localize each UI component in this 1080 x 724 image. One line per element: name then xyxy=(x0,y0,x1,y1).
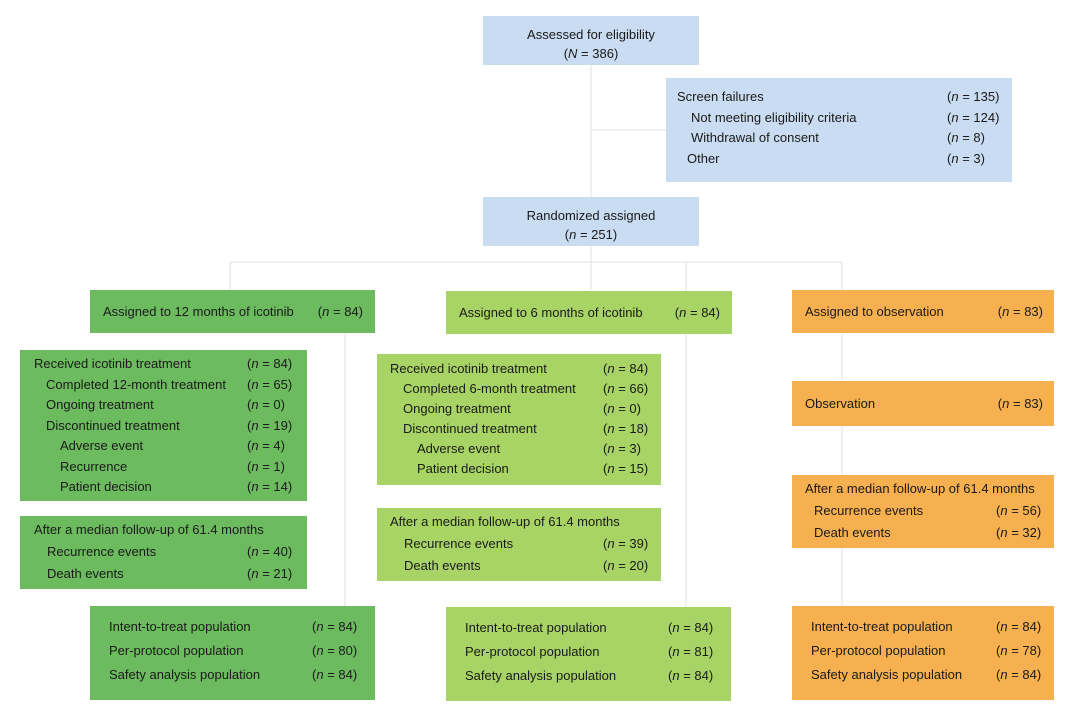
arm2-assigned-box: Assigned to 6 months of icotinib (n = 84… xyxy=(446,291,732,334)
arm2-followup-box: After a median follow-up of 61.4 months … xyxy=(377,508,661,581)
arm3-followup-box: After a median follow-up of 61.4 months … xyxy=(792,475,1054,548)
arm2-followup-row: Recurrence events(n = 39) xyxy=(404,535,649,551)
arm2-population-row: Per-protocol population(n = 81) xyxy=(465,644,714,659)
arm2-treatment-row: Received icotinib treatment(n = 84) xyxy=(390,361,649,376)
arm1-treatment-row: Discontinued treatment(n = 19) xyxy=(46,417,293,433)
arm2-treatment-row: Patient decision(n = 15) xyxy=(417,461,649,476)
screen-failures-count: (n = 8) xyxy=(947,130,985,145)
arm3-followup-row: Recurrence events(n = 56) xyxy=(814,502,1042,518)
arm1-followup-box: After a median follow-up of 61.4 months … xyxy=(20,516,307,589)
screen-failures-label: Other xyxy=(687,150,720,166)
arm1-treatment-box: Received icotinib treatment(n = 84) Comp… xyxy=(20,350,307,501)
arm2-populations-box: Intent-to-treat population(n = 84) Per-p… xyxy=(446,607,731,701)
arm3-assigned-box: Assigned to observation (n = 83) xyxy=(792,290,1054,333)
arm3-population-row: Intent-to-treat population(n = 84) xyxy=(811,619,1042,634)
arm3-population-row: Per-protocol population(n = 78) xyxy=(811,643,1042,658)
arm2-assigned-label: Assigned to 6 months of icotinib xyxy=(459,305,643,320)
arm1-treatment-row: Ongoing treatment(n = 0) xyxy=(46,397,285,412)
arm2-treatment-row: Ongoing treatment(n = 0) xyxy=(403,401,641,416)
arm3-observation-box: Observation (n = 83) xyxy=(792,381,1054,426)
arm1-treatment-row: Completed 12-month treatment(n = 65) xyxy=(46,376,293,392)
arm2-treatment-row: Discontinued treatment(n = 18) xyxy=(403,421,649,436)
screen-failures-label: Screen failures xyxy=(677,89,764,104)
screen-failures-count: (n = 135) xyxy=(947,89,1000,104)
arm3-populations-box: Intent-to-treat population(n = 84) Per-p… xyxy=(792,606,1054,700)
arm1-followup-title: After a median follow-up of 61.4 months xyxy=(34,522,264,537)
arm1-treatment-row: Adverse event(n = 4) xyxy=(60,438,285,453)
arm1-treatment-row: Received icotinib treatment(n = 84) xyxy=(34,356,293,371)
randomized-title: Randomized assigned xyxy=(526,208,656,223)
eligibility-count: (N = 386) xyxy=(563,46,619,61)
screen-failures-count: (n = 3) xyxy=(947,150,985,166)
arm2-treatment-box: Received icotinib treatment(n = 84) Comp… xyxy=(377,354,661,485)
screen-failures-row: Withdrawal of consent (n = 8) xyxy=(666,128,1012,149)
arm3-assigned-label: Assigned to observation xyxy=(805,304,944,319)
arm2-treatment-row: Adverse event(n = 3) xyxy=(417,441,641,456)
screen-failures-row: Screen failures (n = 135) xyxy=(666,87,1012,108)
eligibility-title: Assessed for eligibility xyxy=(527,27,655,42)
randomized-count: (n = 251) xyxy=(564,227,618,242)
arm3-observation-label: Observation xyxy=(805,396,876,411)
arm2-followup-title: After a median follow-up of 61.4 months xyxy=(390,514,620,529)
arm1-population-row: Per-protocol population(n = 80) xyxy=(109,643,358,658)
arm1-assigned-label: Assigned to 12 months of icotinib xyxy=(103,304,294,319)
arm1-population-row: Safety analysis population(n = 84) xyxy=(109,667,358,682)
screen-failures-row: Other (n = 3) xyxy=(666,149,1012,170)
arm3-followup-title: After a median follow-up of 61.4 months xyxy=(805,481,1035,496)
screen-failures-label: Withdrawal of consent xyxy=(691,130,819,145)
arm3-population-row: Safety analysis population(n = 84) xyxy=(811,667,1042,682)
arm2-population-row: Intent-to-treat population(n = 84) xyxy=(465,620,714,635)
arm1-assigned-count: (n = 84) xyxy=(317,304,363,319)
screen-failures-row: Not meeting eligibility criteria (n = 12… xyxy=(666,108,1012,129)
screen-failures-box: Screen failures (n = 135) Not meeting el… xyxy=(666,78,1012,182)
arm3-followup-row: Death events(n = 32) xyxy=(814,524,1042,540)
randomized-box: Randomized assigned (n = 251) xyxy=(483,197,699,246)
arm1-treatment-row: Recurrence(n = 1) xyxy=(60,458,285,474)
arm2-assigned-count: (n = 84) xyxy=(674,305,720,320)
arm3-observation-count: (n = 83) xyxy=(997,396,1043,411)
arm1-followup-row: Death events(n = 21) xyxy=(47,565,293,581)
arm1-assigned-box: Assigned to 12 months of icotinib (n = 8… xyxy=(90,290,375,333)
eligibility-box: Assessed for eligibility (N = 386) xyxy=(483,16,699,65)
arm1-followup-row: Recurrence events(n = 40) xyxy=(47,543,293,559)
screen-failures-count: (n = 124) xyxy=(947,109,1000,125)
arm2-treatment-row: Completed 6-month treatment(n = 66) xyxy=(403,381,649,396)
screen-failures-label: Not meeting eligibility criteria xyxy=(691,109,857,125)
arm2-followup-row: Death events(n = 20) xyxy=(404,557,649,573)
arm1-populations-box: Intent-to-treat population(n = 84) Per-p… xyxy=(90,606,375,700)
arm1-population-row: Intent-to-treat population(n = 84) xyxy=(109,619,358,634)
arm3-assigned-count: (n = 83) xyxy=(997,304,1043,319)
arm2-population-row: Safety analysis population(n = 84) xyxy=(465,668,714,683)
arm1-treatment-row: Patient decision(n = 14) xyxy=(60,479,293,494)
